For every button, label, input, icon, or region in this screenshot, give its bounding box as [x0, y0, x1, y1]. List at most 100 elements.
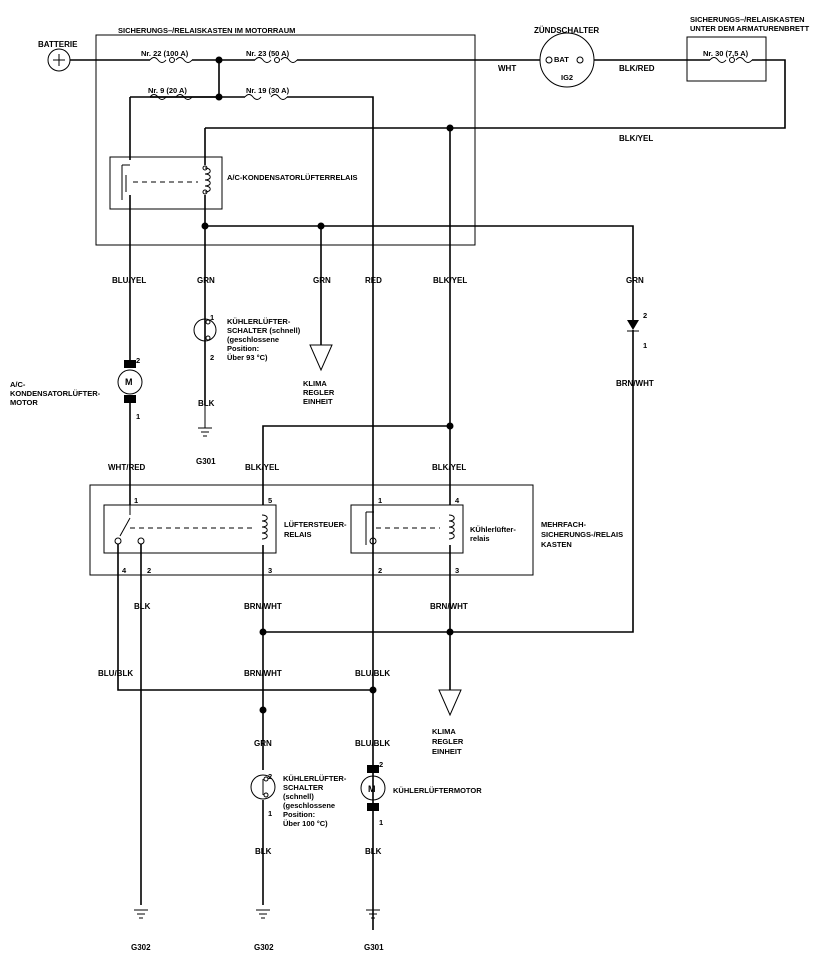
ground-label: G302 — [131, 943, 151, 952]
fan-switch-fast-label: Über 93 °C) — [227, 353, 268, 362]
radiator-fan-relay-label: relais — [470, 534, 490, 543]
pin-label: 1 — [378, 496, 382, 505]
radiator-fan-motor-label: KÜHLERLÜFTERMOTOR — [393, 786, 482, 795]
climate-control-triangle — [309, 344, 333, 372]
ignition-switch-label: ZÜNDSCHALTER — [534, 26, 599, 35]
ground-symbol — [198, 405, 212, 437]
pin-label: 1 — [134, 496, 138, 505]
pin-label: 1 — [379, 818, 383, 827]
diode-symbol — [627, 320, 639, 332]
ac-motor-label: KONDENSATORLÜFTER- — [10, 389, 101, 398]
ground-symbol — [134, 909, 148, 919]
fuse-19-symbol — [244, 94, 288, 100]
wire-label: BRN/WHT — [430, 602, 468, 611]
radiator-fan-relay-label: KÜhlerlüfter- — [470, 525, 516, 534]
wire-label: RED — [365, 276, 382, 285]
multi-fuse-box — [89, 484, 534, 576]
dash-box-label-2: UNTER DEM ARMATURENBRETT — [690, 24, 810, 33]
climate-label: REGLER — [432, 737, 464, 746]
multi-box-label: KASTEN — [541, 540, 572, 549]
pin-label: 1 — [210, 313, 214, 322]
wire-grn-branch — [205, 225, 634, 320]
wire-label: BLK/YEL — [432, 463, 466, 472]
fan-switch-fast-label: Position: — [227, 344, 259, 353]
wire-label: BLK — [255, 847, 272, 856]
climate-label: KLIMA — [432, 727, 456, 736]
wire-label: BLK — [198, 399, 215, 408]
pin-label: 2 — [147, 566, 151, 575]
fuse-23-symbol — [254, 57, 298, 63]
ac-relay-symbol — [121, 164, 211, 200]
fan-control-relay-symbol — [114, 505, 268, 545]
wire-label: GRN — [254, 739, 272, 748]
climate-label: KLIMA — [303, 379, 327, 388]
wire-label: BLU/YEL — [112, 276, 146, 285]
pin-label: 1 — [136, 412, 140, 421]
fan-switch-slow-label: (schnell) — [283, 792, 314, 801]
wire-red — [287, 96, 374, 930]
ac-motor-label: A/C- — [10, 380, 26, 389]
ign-bat-label: BAT — [554, 55, 569, 64]
motor-symbol-label: M — [125, 377, 133, 387]
fuse-19-label: Nr. 19 (30 A) — [246, 86, 290, 95]
battery-label: BATTERIE — [38, 40, 78, 49]
wire-label: BRN/WHT — [244, 602, 282, 611]
fan-switch-slow-symbol — [250, 774, 276, 800]
pin-label: 2 — [379, 760, 383, 769]
fan-switch-fast-label: (geschlossene — [227, 335, 279, 344]
pin-label: 2 — [210, 353, 214, 362]
fan-switch-fast-label: KÜHLERLÜFTER- — [227, 317, 291, 326]
fan-switch-slow-label: KÜHLERLÜFTER- — [283, 774, 347, 783]
fuse-22-symbol — [149, 57, 193, 63]
wire-label: BRN/WHT — [616, 379, 654, 388]
fuse-22-label: Nr. 22 (100 A) — [141, 49, 189, 58]
fuse-23-label: Nr. 23 (50 A) — [246, 49, 290, 58]
wire-label: BRN/WHT — [244, 669, 282, 678]
pin-label: 2 — [136, 356, 140, 365]
fuse-9-label: Nr. 9 (20 A) — [148, 86, 187, 95]
junction-dot — [215, 56, 223, 64]
wire-label: BLK — [134, 602, 151, 611]
fuse-30-label: Nr. 30 (7,5 A) — [703, 49, 749, 58]
wire-label: BLK/YEL — [433, 276, 467, 285]
pin-label: 5 — [268, 496, 272, 505]
wire-label: BLU/BLK — [355, 739, 390, 748]
pin-label: 4 — [455, 496, 460, 505]
ground-symbol — [366, 909, 380, 919]
pin-label: 3 — [268, 566, 272, 575]
pin-label: 2 — [378, 566, 382, 575]
ign-ig2-label: IG2 — [561, 73, 573, 82]
ground-label: G301 — [196, 457, 216, 466]
fan-switch-slow-label: Über 100 °C) — [283, 819, 328, 828]
wire-label: WHT — [498, 64, 516, 73]
fan-control-relay-box — [103, 504, 277, 554]
pin-label: 2 — [643, 311, 647, 320]
motor-symbol-label: M — [368, 784, 376, 794]
fuse-9-symbol — [149, 94, 193, 100]
pin-label: 4 — [122, 566, 127, 575]
fan-control-relay-label: RELAIS — [284, 530, 312, 539]
ground-label: G302 — [254, 943, 274, 952]
ground-symbol — [256, 909, 270, 919]
wire-label: GRN — [197, 276, 215, 285]
wire-label: BLU/BLK — [355, 669, 390, 678]
wire-blu-blk-1 — [117, 544, 373, 691]
radiator-fan-relay-symbol — [365, 511, 455, 545]
ac-relay-box — [109, 156, 223, 210]
wire-blk-yel-top — [205, 59, 786, 129]
wire-label: GRN — [313, 276, 331, 285]
climate-label: EINHEIT — [432, 747, 462, 756]
fan-control-relay-label: LÜFTERSTEUER- — [284, 520, 347, 529]
pin-label: 3 — [455, 566, 459, 575]
engine-box-label: SICHERUNGS–/RELAISKASTEN IM MOTORRAUM — [118, 26, 295, 35]
wire-label: BLK/YEL — [619, 134, 653, 143]
pin-label: 2 — [268, 772, 272, 781]
wire-label: BLK/RED — [619, 64, 655, 73]
ac-motor-label: MOTOR — [10, 398, 38, 407]
fan-switch-slow-label: SCHALTER — [283, 783, 324, 792]
wire-label: BLK — [365, 847, 382, 856]
wire-label: BLK/YEL — [245, 463, 279, 472]
radiator-fan-motor-symbol — [360, 765, 386, 811]
